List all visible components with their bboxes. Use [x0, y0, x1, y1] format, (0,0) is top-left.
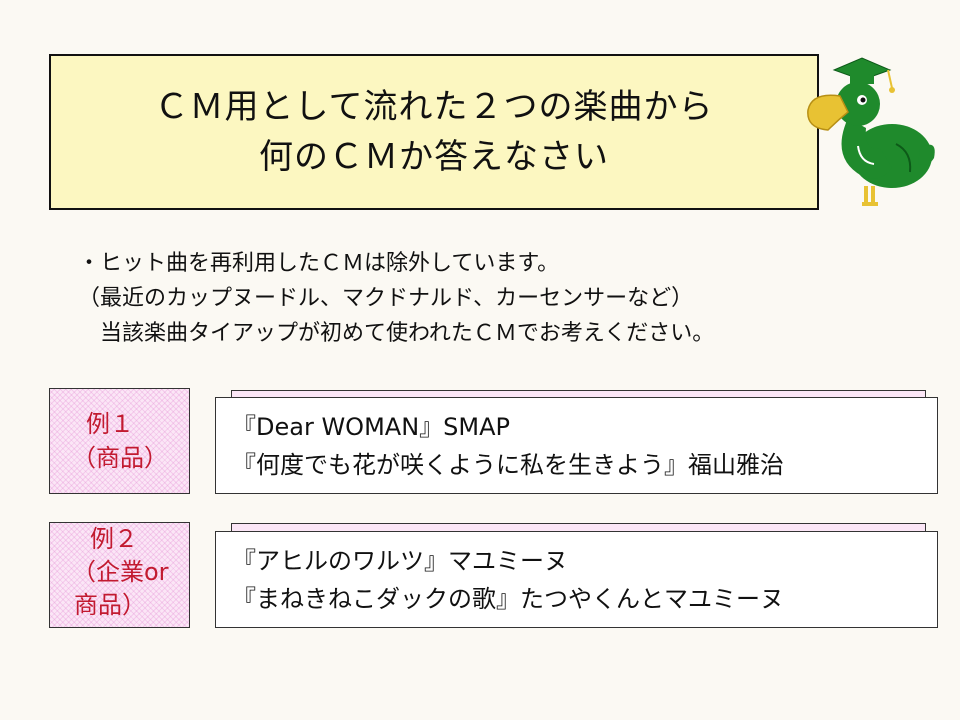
example-2-label-line-1: 例２: [90, 525, 138, 553]
title-line-1: ＣＭ用として流れた２つの楽曲から: [154, 87, 714, 127]
example-1-songs-box: 『Dear WOMAN』SMAP 『何度でも花が咲くように私を生きよう』福山雅治: [215, 397, 938, 494]
note-line-3: 当該楽曲タイアップが初めて使われたＣＭでお考えください。: [78, 321, 715, 346]
title-line-2: 何のＣＭか答えなさい: [259, 137, 609, 177]
dodo-bird-mascot-icon: [807, 57, 935, 206]
notes-block: ・ヒット曲を再利用したＣＭは除外しています。 （最近のカップヌードル、マクドナル…: [78, 246, 714, 351]
example-2-label-line-3: 商品）: [74, 591, 146, 619]
example-1-label-line-2: （商品）: [72, 444, 168, 472]
example-1-song-1: 『Dear WOMAN』SMAP: [232, 413, 510, 441]
example-2-song-1: 『アヒルのワルツ』マユミーヌ: [232, 547, 568, 575]
example-2-songs-box: 『アヒルのワルツ』マユミーヌ 『まねきねこダックの歌』たつやくんとマユミーヌ: [215, 531, 938, 628]
example-1-label-line-1: 例１: [86, 410, 134, 438]
question-title-box: ＣＭ用として流れた２つの楽曲から 何のＣＭか答えなさい: [49, 54, 819, 210]
example-2-label: 例２ （企業or 商品）: [49, 522, 190, 628]
example-1-song-2: 『何度でも花が咲くように私を生きよう』福山雅治: [232, 451, 784, 479]
note-line-2: （最近のカップヌードル、マクドナルド、カーセンサーなど）: [78, 286, 694, 311]
example-2-label-line-2: （企業or: [72, 558, 169, 586]
example-1-label: 例１ （商品）: [49, 388, 190, 494]
note-line-1: ・ヒット曲を再利用したＣＭは除外しています。: [78, 251, 560, 276]
example-2-song-2: 『まねきねこダックの歌』たつやくんとマユミーヌ: [232, 585, 784, 613]
